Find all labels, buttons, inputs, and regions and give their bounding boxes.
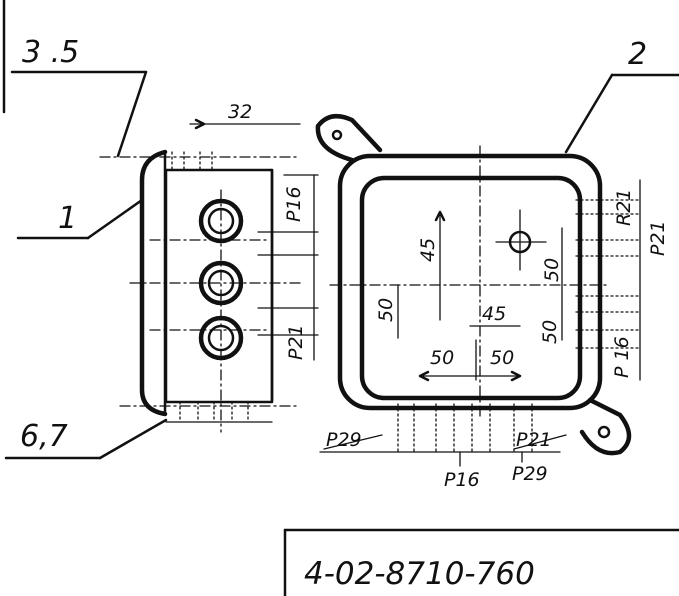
callout-6-7-label: 6,7 xyxy=(20,419,68,454)
dim-p21-right: P21 xyxy=(647,220,669,256)
dim-p16-side: P16 xyxy=(283,186,305,222)
mounting-ear-bottom-right xyxy=(579,397,632,456)
drawing-number: 4-02-8710-760 xyxy=(304,556,535,592)
knockout-hole-middle xyxy=(198,260,244,306)
plan-view-outer-shell xyxy=(337,153,603,411)
dim-50-left: 50 xyxy=(375,298,397,322)
side-view-body xyxy=(164,168,274,404)
dim-50-bottom-left: 50 xyxy=(430,347,454,369)
callout-1-label: 1 xyxy=(58,201,77,236)
plan-view: 45 50 45 50 50 50 50 R21 P21 P 16 P29 P2… xyxy=(315,113,669,491)
dim-p29-bottom: P29 xyxy=(512,463,548,485)
callout-1-leader xyxy=(86,198,144,240)
dim-50-center: 50 xyxy=(539,320,561,344)
dim-r21-right: R21 xyxy=(613,189,635,226)
callout-2-label: 2 xyxy=(628,37,647,72)
knockout-hole-top xyxy=(198,198,244,244)
plan-view-inner-cavity xyxy=(359,175,583,401)
mounting-ear-top-left xyxy=(315,113,383,163)
side-view-lid xyxy=(139,149,168,417)
dim-p16-bottom: P16 xyxy=(444,469,480,491)
callout-3-5-leader xyxy=(116,70,148,158)
callout-6-7-leader xyxy=(98,418,168,460)
title-block: 4-02-8710-760 xyxy=(283,528,679,596)
callout-2-leader xyxy=(564,73,614,154)
dim-45-horizontal: 45 xyxy=(482,303,506,325)
callout-3-5-label: 3 .5 xyxy=(22,35,79,70)
dim-50-bottom-right: 50 xyxy=(490,347,514,369)
dim-45-vertical: 45 xyxy=(417,238,439,262)
dim-p16-right: P 16 xyxy=(611,336,633,378)
dim-50-right-top: 50 xyxy=(541,258,563,282)
dim-32-label: 32 xyxy=(228,101,252,123)
dim-p29-left: P29 xyxy=(326,429,362,451)
side-view: 32 P16 P21 xyxy=(99,101,319,433)
dim-p21-side: P21 xyxy=(285,324,307,360)
